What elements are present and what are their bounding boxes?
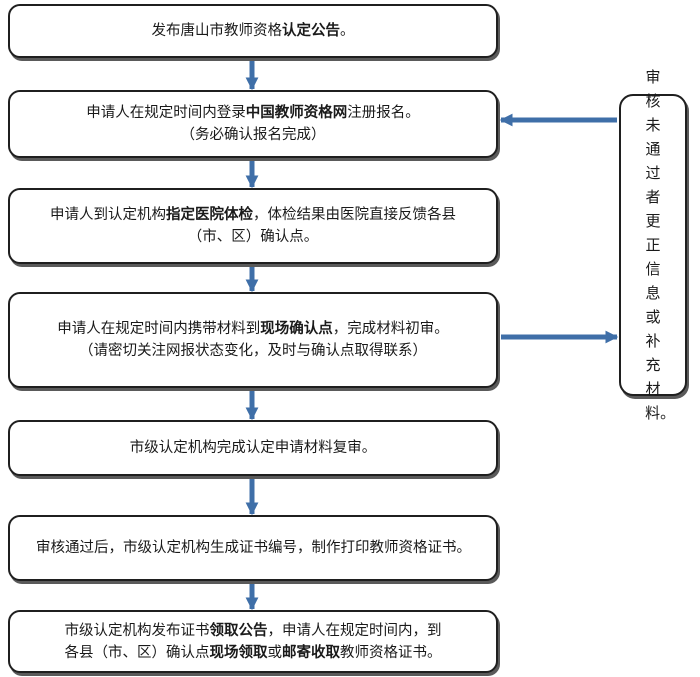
text-segment: 。 (340, 23, 355, 39)
step-1-text: 发布唐山市教师资格认定公告。 (152, 20, 355, 42)
step-7-box: 市级认定机构发布证书领取公告，申请人在规定时间内，到 各县（市、区）确认点现场领… (8, 610, 498, 673)
step-6-text: 审核通过后，市级认定机构生成证书编号，制作打印教师资格证书。 (10, 537, 471, 559)
emphasis-text: 认定公告 (282, 23, 340, 39)
step-1-box: 发布唐山市教师资格认定公告。 (8, 4, 498, 58)
text-segment: 或 (267, 644, 283, 661)
step-6-box: 审核通过后，市级认定机构生成证书编号，制作打印教师资格证书。 (8, 515, 498, 581)
step-7-text-line-2: 各县（市、区）确认点现场领取或邮寄收取教师资格证书。 (65, 642, 442, 664)
step-3-text: 申请人到认定机构指定医院体检，体检结果由医院直接反馈各县 (50, 204, 456, 226)
step-4-box: 申请人在规定时间内携带材料到现场确认点，完成材料初审。 （请密切关注网报状态变化… (8, 292, 498, 388)
text-segment: 审核通过后，市级认定机构生成证书编号，制作打印教师资格证书。 (36, 540, 471, 556)
emphasis-text: 中国教师资格网 (245, 105, 348, 121)
text-segment: 市级认定机构完成认定申请材料复审。 (129, 440, 377, 456)
text-segment: 申请人在规定时间内登录 (86, 105, 246, 121)
text-segment: ，完成材料初审。 (332, 321, 449, 337)
text-segment: 申请人在规定时间内携带材料到 (57, 321, 261, 337)
text-segment: 发布唐山市教师资格 (151, 23, 283, 39)
emphasis-text: 领取公告 (209, 622, 268, 639)
step-2-text: 申请人在规定时间内登录中国教师资格网注册报名。 (86, 102, 420, 124)
text-segment: 市级认定机构发布证书 (64, 622, 210, 639)
step-4-text: 申请人在规定时间内携带材料到现场确认点，完成材料初审。 (57, 318, 449, 340)
text-segment: ，申请人在规定时间内，到 (267, 622, 442, 639)
text-segment: 各县（市、区）确认点 (64, 644, 210, 661)
step-2-note: （务必确认报名完成） (180, 127, 326, 143)
emphasis-text: 邮寄收取 (282, 644, 340, 661)
rejection-note-box: 审核未通过者更正信息或补充材料。 (619, 68, 687, 422)
text-segment: 申请人到认定机构 (50, 207, 166, 223)
emphasis-text: 指定医院体检 (166, 207, 253, 223)
step-7-text-line-1: 市级认定机构发布证书领取公告，申请人在规定时间内，到 (65, 620, 442, 642)
text-segment: ，体检结果由医院直接反馈各县 (253, 207, 456, 223)
emphasis-text: 现场确认点 (260, 321, 333, 337)
step-2-box: 申请人在规定时间内登录中国教师资格网注册报名。 （务必确认报名完成） (8, 90, 498, 158)
step-5-text: 市级认定机构完成认定申请材料复审。 (130, 437, 377, 459)
text-segment: 教师资格证书。 (340, 644, 442, 661)
step-5-box: 市级认定机构完成认定申请材料复审。 (8, 420, 498, 476)
emphasis-text: 现场领取 (209, 644, 268, 661)
step-3-note: （市、区）确认点。 (187, 229, 319, 245)
step-3-box: 申请人到认定机构指定医院体检，体检结果由医院直接反馈各县 （市、区）确认点。 (8, 188, 498, 264)
step-4-note: （请密切关注网报状态变化，及时与确认点取得联系） (79, 343, 427, 359)
text-segment: 注册报名。 (347, 105, 420, 121)
